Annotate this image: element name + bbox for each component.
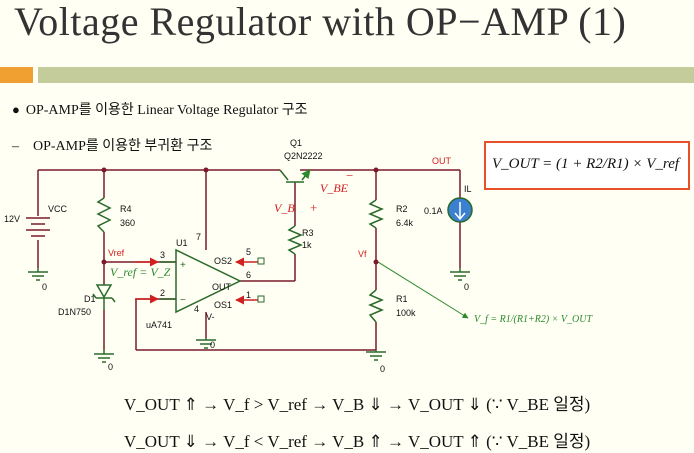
label-plus: + [310,200,317,215]
label-r1: R1 [396,294,408,304]
relation-line-1: V_OUT ⇑ → V_f > V_ref → V_B ⇓ → V_OUT ⇓ … [124,395,591,414]
svg-text:−: − [180,295,186,306]
label-ground-4: 0 [380,364,385,374]
label-ground-1: 0 [42,282,47,292]
label-os1: OS1 [214,300,232,310]
bullet-2-text: OP-AMP를 이용한 부귀환 구조 [33,139,213,154]
label-d1n750: D1N750 [58,307,91,317]
resistors [96,197,384,323]
label-pin-4: 4 [194,304,199,314]
relation-line-2: V_OUT ⇓ → V_f < V_ref → V_B ⇑ → V_OUT ⇑ … [124,432,591,451]
label-pin-2: 2 [160,288,165,298]
label-ground-2: 0 [108,362,113,372]
label-ground-3: 0 [210,340,215,350]
label-12v: 12V [4,214,20,224]
label-r3-value: 1k [302,240,312,250]
vout-formula-box: V_OUT = (1 + R2/R1) × V_ref [484,141,690,190]
title-underline-bar [38,67,694,83]
label-minus: − [346,168,353,183]
label-r3: R3 [302,228,314,238]
label-r2: R2 [396,204,408,214]
label-r4-value: 360 [120,218,135,228]
label-ua741: uA741 [146,320,172,330]
zener-diode [92,284,116,310]
vf-formula: V_f = R1/(R1+R2) × V_OUT [474,314,593,325]
bullet-2: –OP-AMP를 이용한 부귀환 구조 [12,139,213,154]
label-vf: Vf [358,249,367,259]
title-accent-bar [0,67,33,83]
label-q2n2222: Q2N2222 [284,151,323,161]
label-pin-6: 6 [246,270,251,280]
svg-text:+: + [180,260,186,271]
wires [37,169,461,351]
label-pin-5: 5 [246,247,251,257]
label-ground-5: 0 [464,282,469,292]
label-il: IL [464,184,472,194]
label-current: 0.1A [424,206,443,216]
label-r4: R4 [120,204,132,214]
label-d1: D1 [84,294,96,304]
label-os2: OS2 [214,256,232,266]
label-r1-value: 100k [396,308,416,318]
vout-formula: V_OUT = (1 + R2/R1) × V_ref [492,156,680,172]
bullet-1: ●OP-AMP를 이용한 Linear Voltage Regulator 구조 [12,102,308,118]
op-amp-u1: + − [160,248,242,314]
label-u1: U1 [176,238,188,248]
label-v-minus: V- [206,312,215,322]
label-vb: V_B [274,201,295,215]
label-q1: Q1 [290,138,302,148]
label-vref: Vref [108,248,125,258]
label-op-out: OUT [212,282,232,292]
label-pin-7: 7 [196,232,201,242]
vcc-battery [26,217,50,237]
ground-symbols [28,268,470,363]
vf-arrow [377,261,469,319]
label-r2-value: 6.4k [396,218,414,228]
label-pin-1: 1 [246,290,251,300]
transistor-q1 [279,169,311,183]
label-out: OUT [432,156,452,166]
current-source-il [447,197,473,223]
label-pin-3: 3 [160,250,165,260]
label-vref-eq: V_ref = V_Z [110,265,171,279]
label-vbe: V_BE [320,181,349,195]
bullet-1-text: OP-AMP를 이용한 Linear Voltage Regulator 구조 [25,103,308,118]
slide-title: Voltage Regulator with OP−AMP (1) [14,0,627,44]
label-vcc: VCC [48,204,68,214]
